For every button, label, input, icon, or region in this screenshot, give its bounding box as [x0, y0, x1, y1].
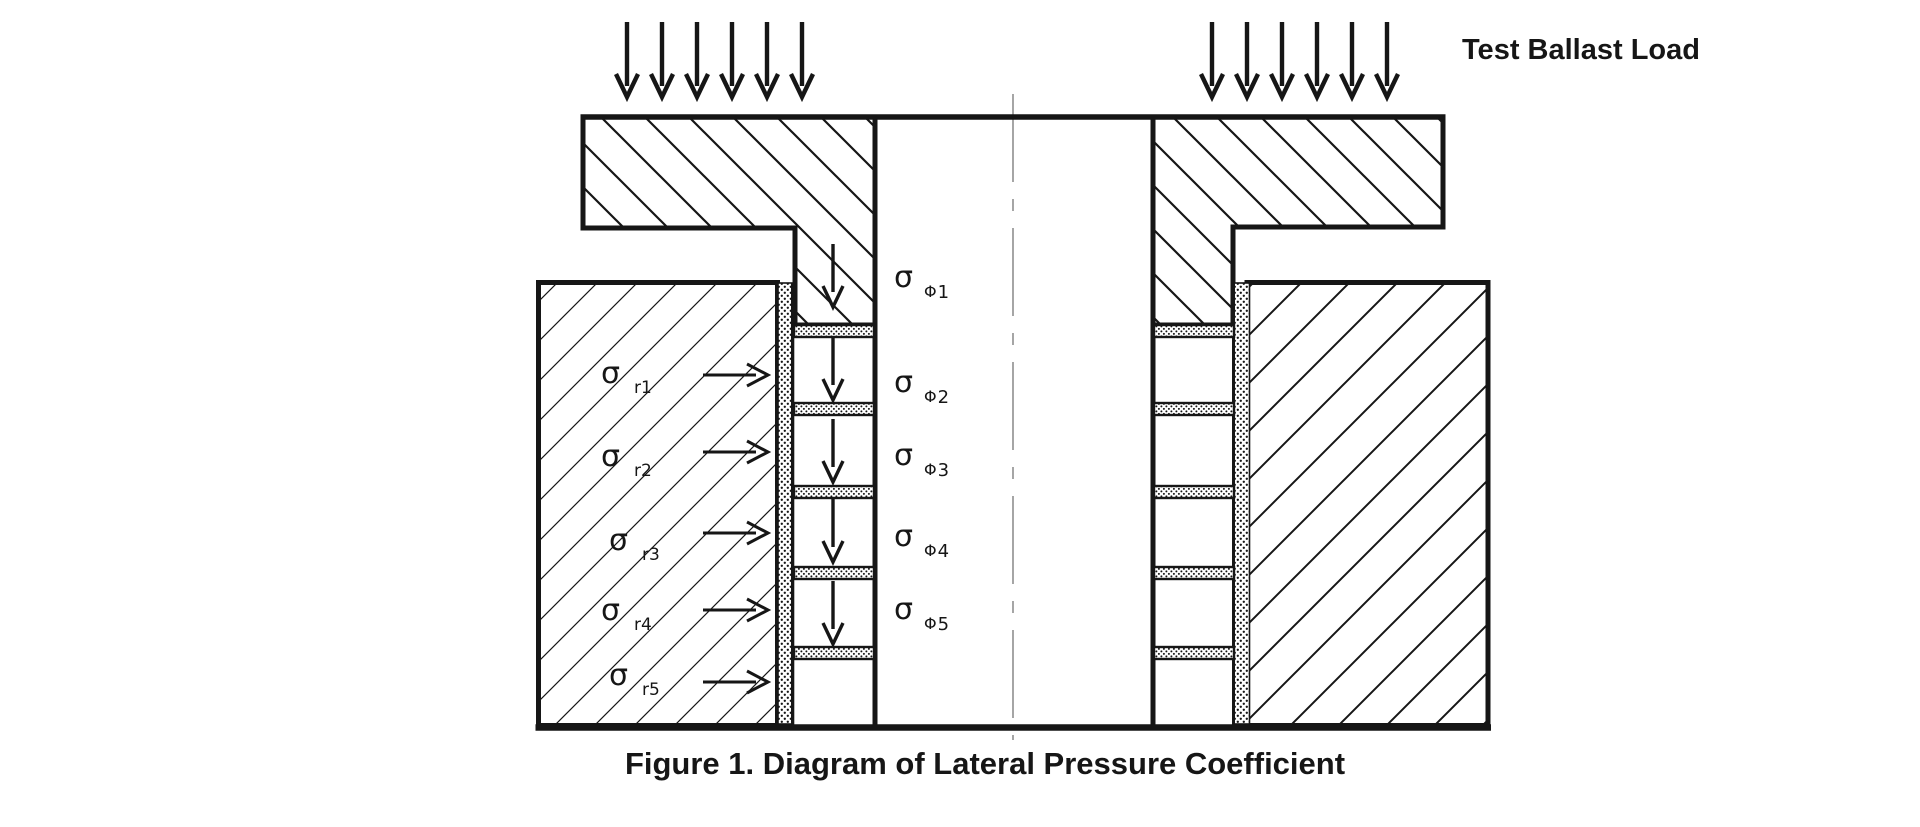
sensor-bar [1152, 401, 1236, 417]
radial-stress-label-2: σ r2 [601, 439, 652, 482]
down-arrow-icon [616, 22, 638, 97]
die-blocks [536, 280, 1491, 728]
sigma-symbol: σ [601, 356, 621, 391]
radial-stress-label-3: σ r3 [609, 523, 660, 566]
sensor-bar [1152, 645, 1236, 661]
sensor-bar [792, 645, 876, 661]
sigma-subscript: r1 [634, 378, 652, 398]
sigma-symbol: σ [894, 260, 914, 295]
down-arrow-icon [821, 417, 845, 484]
sigma-symbol: σ [894, 592, 914, 627]
down-arrow-icon [1271, 22, 1293, 97]
figure-caption: Figure 1. Diagram of Lateral Pressure Co… [624, 746, 1346, 781]
sigma-subscript: Φ [924, 460, 937, 479]
down-arrow-icon [1376, 22, 1398, 97]
sigma-subscript: r4 [634, 615, 652, 635]
sigma-subscript: r3 [642, 545, 660, 565]
sigma-subscript-index: 4 [937, 541, 950, 562]
sigma-symbol: σ [609, 523, 629, 558]
down-arrow-icon [821, 497, 845, 564]
die-block-right [1244, 280, 1491, 728]
sigma-symbol: σ [601, 593, 621, 628]
down-arrow-icon [686, 22, 708, 97]
sigma-subscript: Φ [924, 614, 937, 633]
membrane-strip-right [1233, 282, 1251, 725]
sigma-subscript-index: 1 [937, 282, 950, 303]
down-arrow-icon [1341, 22, 1363, 97]
down-arrow-icon [821, 579, 845, 646]
down-arrow-icon [651, 22, 673, 97]
sigma-subscript: r5 [642, 680, 660, 700]
down-arrow-icon [756, 22, 778, 97]
sensor-bar [1152, 565, 1236, 581]
sigma-subscript: Φ [924, 541, 937, 560]
sigma-subscript: Φ [924, 387, 937, 406]
sensor-bar [792, 401, 876, 417]
sensor-bar [792, 323, 876, 339]
sensor-bar [1152, 484, 1236, 500]
down-arrow-icon [1236, 22, 1258, 97]
sigma-symbol: σ [894, 365, 914, 400]
down-arrow-icon [1306, 22, 1328, 97]
radial-stress-label-5: σ r5 [609, 658, 660, 701]
radial-stress-label-4: σ r4 [601, 593, 652, 636]
down-arrow-icon [791, 22, 813, 97]
sigma-subscript-index: 3 [937, 460, 950, 481]
ballast-load-arrows-right [1201, 22, 1398, 97]
sensor-bar [792, 565, 876, 581]
sigma-subscript: r2 [634, 461, 652, 481]
sigma-subscript: Φ [924, 282, 937, 301]
column-walls [535, 115, 1491, 731]
sensor-bar [792, 484, 876, 500]
sensor-bar [1152, 323, 1236, 339]
sigma-symbol: σ [609, 658, 629, 693]
sigma-symbol: σ [894, 519, 914, 554]
down-arrow-icon [1201, 22, 1223, 97]
ballast-load-arrows-left [616, 22, 813, 97]
sensor-bars [792, 323, 1236, 661]
sigma-subscript-index: 2 [937, 387, 950, 408]
sigma-symbol: σ [601, 439, 621, 474]
sigma-symbol: σ [894, 438, 914, 473]
sigma-subscript-index: 5 [937, 614, 950, 635]
down-arrow-icon [721, 22, 743, 97]
load-title: Test Ballast Load [1462, 34, 1700, 66]
radial-stress-label-1: σ r1 [601, 356, 652, 399]
down-arrow-icon [821, 335, 845, 402]
